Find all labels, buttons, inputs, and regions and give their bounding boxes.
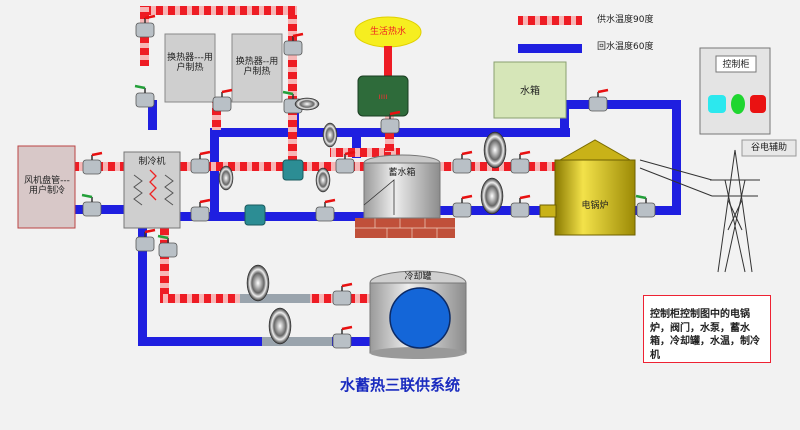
fan-coil-unit <box>17 145 76 229</box>
grid-label-box <box>741 139 797 157</box>
cooling-tank <box>369 270 467 359</box>
svg-text:ıııı: ıııı <box>379 92 388 101</box>
storage-tank <box>355 154 455 238</box>
hx1-label: 换热器---用户制热 <box>167 53 213 74</box>
pumps <box>218 97 507 345</box>
heat-exchanger-2 <box>231 33 283 103</box>
control-cabinet <box>699 47 771 135</box>
storage-tank-label: 蓄水箱 <box>388 168 416 178</box>
gray-pipe-sections <box>240 294 332 346</box>
transmission-tower <box>639 149 760 273</box>
control-cabinet-label: 控制柜 <box>722 60 750 70</box>
boiler-label: 电锅炉 <box>581 201 609 211</box>
diagram-title: 水蓄热三联供系统 <box>339 376 460 394</box>
cooling-tank-label: 冷却罐 <box>404 272 432 282</box>
grid-label: 谷电辅助 <box>750 143 787 153</box>
electric-boiler <box>539 139 636 236</box>
heat-exchanger-1 <box>164 33 216 103</box>
hx2-label: 换热器--用户制热 <box>235 57 279 78</box>
chiller-label: 制冷机 <box>138 157 166 167</box>
green-hot-water-tank: ıııı <box>357 75 409 117</box>
fan-coil-label: 风机盘管---用户制冷 <box>24 176 70 197</box>
control-note: 控制柜控制图中的电锅炉，阀门，水泵，蓄水箱，冷却罐，水温，制冷机 <box>643 295 771 363</box>
dhw-label: 生活热水 <box>369 27 406 37</box>
legend-supply-label: 供水温度90度 <box>597 15 654 25</box>
legend-return-label: 回水温度60度 <box>597 42 654 52</box>
water-tank-label: 水箱 <box>520 86 540 97</box>
chiller-unit <box>123 151 181 229</box>
water-tank <box>493 61 567 119</box>
three-way-valves <box>244 159 304 226</box>
